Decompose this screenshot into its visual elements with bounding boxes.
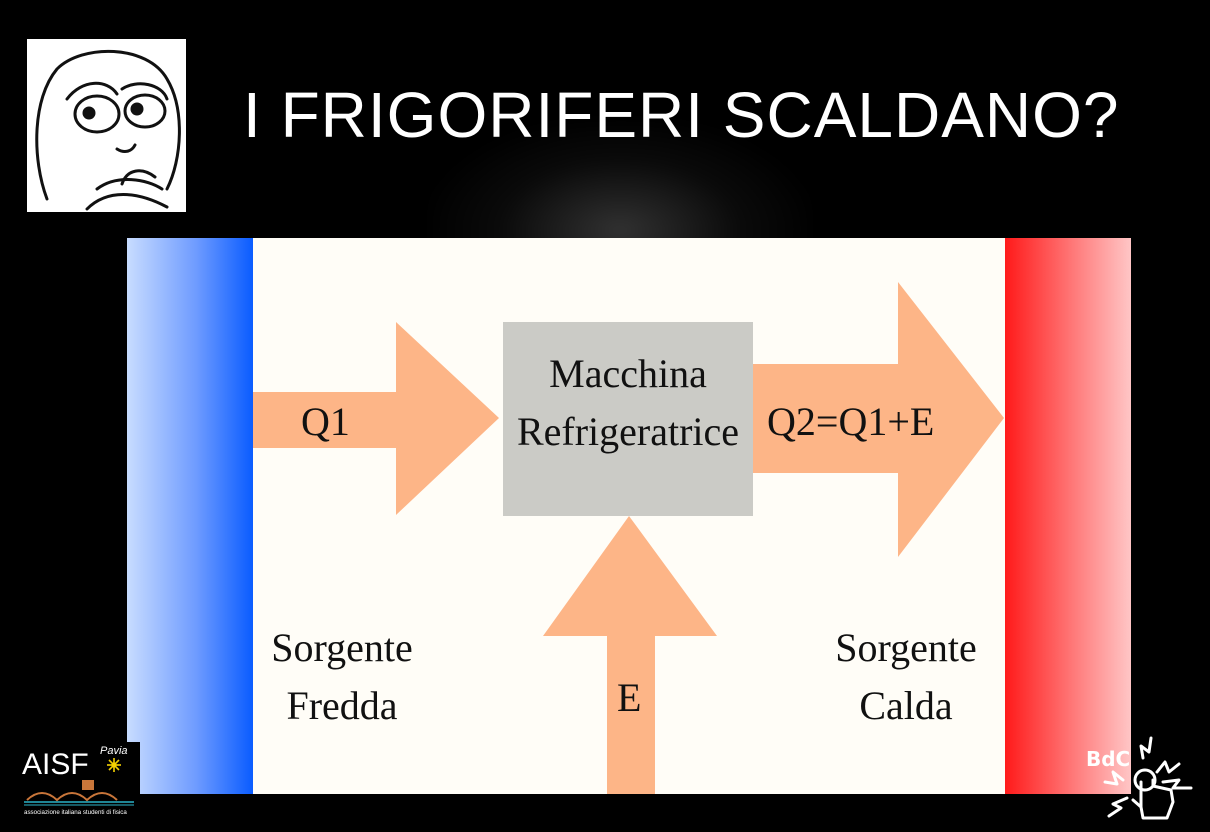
cold-source-band [127, 238, 253, 794]
q2-arrow [753, 282, 1004, 557]
q1-arrow [253, 322, 499, 515]
machine-label-line1: Macchina [549, 351, 707, 396]
hot-source-band [1005, 238, 1131, 794]
e-arrow [543, 516, 717, 794]
bdc-text: BdC [1086, 747, 1130, 771]
bdc-logo: BdC [1083, 722, 1201, 822]
refrigerator-diagram: Macchina Refrigeratrice Q1 Q2=Q1+E E Sor… [127, 238, 1131, 794]
cold-source-label-line2: Fredda [286, 683, 398, 728]
refrigeration-machine-box [503, 322, 753, 516]
cold-source-label-line1: Sorgente [271, 625, 413, 670]
energy-label: E [617, 675, 642, 720]
thinking-face-icon [27, 39, 186, 212]
aisf-logo: AISF Pavia associazione italiana student… [22, 742, 140, 816]
page-title: I FRIGORIFERI SCALDANO? [243, 79, 1120, 151]
hot-source-label-line2: Calda [859, 683, 953, 728]
flow-arrows [253, 282, 1004, 794]
q1-label: Q1 [301, 399, 350, 444]
machine-label-line2: Refrigeratrice [516, 409, 740, 454]
q2-label: Q2=Q1+E [767, 399, 935, 444]
aisf-name: AISF [22, 748, 89, 781]
hot-source-label-line1: Sorgente [835, 625, 977, 670]
click-hand-icon [1103, 736, 1193, 820]
bridge-icon [24, 780, 134, 806]
aisf-tagline: associazione italiana studenti di fisica [24, 809, 127, 816]
aisf-city: Pavia [100, 745, 128, 757]
